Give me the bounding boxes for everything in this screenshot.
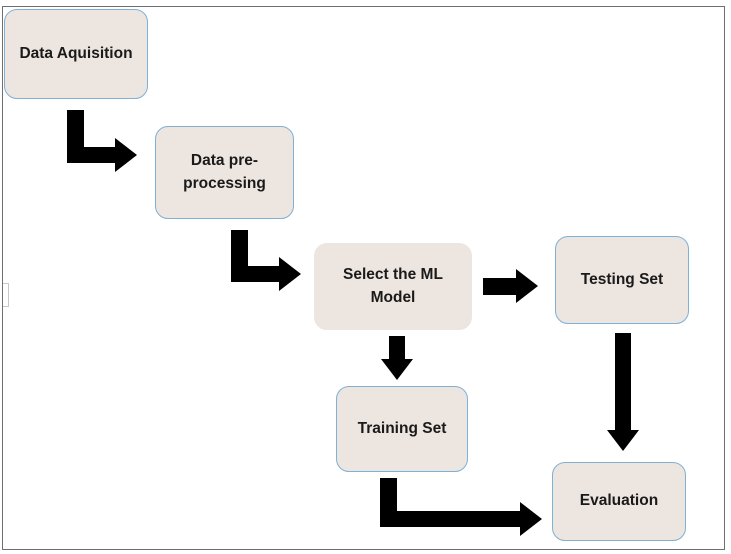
arrow-aquisition-to-preprocessing bbox=[67, 110, 137, 172]
node-testing-set: Testing Set bbox=[555, 236, 689, 324]
node-label: Training Set bbox=[357, 419, 447, 437]
node-evaluation: Evaluation bbox=[552, 462, 686, 541]
node-label: Select the ML Model bbox=[343, 266, 443, 306]
arrow-model-to-training bbox=[381, 336, 413, 380]
arrow-testing-to-evaluation bbox=[607, 333, 639, 451]
node-label: Evaluation bbox=[579, 492, 659, 510]
node-label: Data Aquisition bbox=[19, 44, 133, 62]
node-data-aquisition: Data Aquisition bbox=[4, 9, 148, 99]
arrow-training-to-evaluation bbox=[380, 478, 542, 536]
node-select-ml-model: Select the ML Model bbox=[314, 243, 472, 330]
node-label: Data pre- processing bbox=[183, 152, 266, 192]
node-training-set: Training Set bbox=[336, 386, 468, 472]
edge-marker bbox=[3, 283, 9, 307]
node-data-preprocessing: Data pre- processing bbox=[155, 126, 294, 219]
arrow-model-to-testing bbox=[483, 269, 538, 303]
node-label: Testing Set bbox=[580, 270, 664, 288]
arrow-preprocessing-to-model bbox=[231, 230, 301, 291]
